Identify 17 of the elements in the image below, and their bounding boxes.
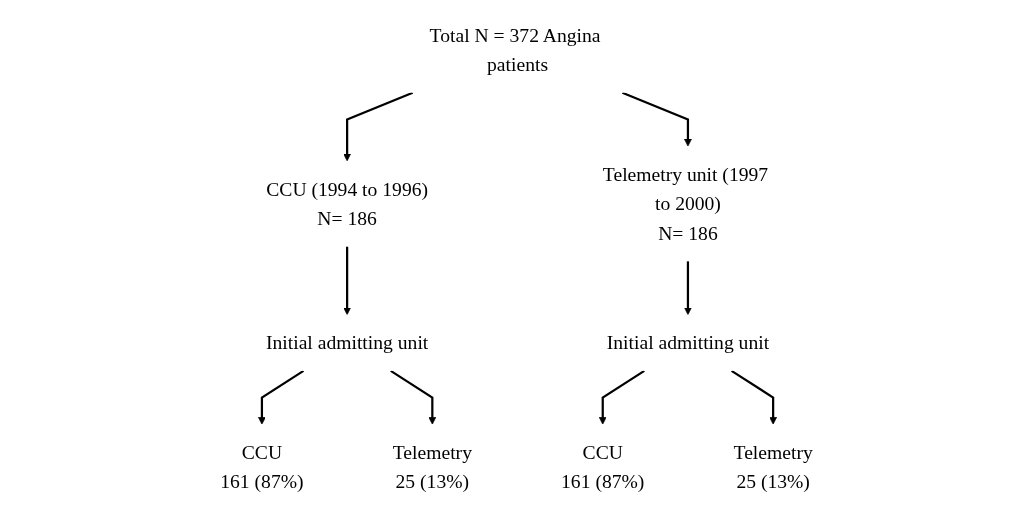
node-text: Telemetry 25 (13%) xyxy=(733,441,813,493)
arrow xyxy=(343,246,352,315)
arrow xyxy=(598,369,645,425)
node-text: Telemetry 25 (13%) xyxy=(392,441,472,493)
arrow xyxy=(390,369,437,425)
arrow xyxy=(621,91,692,147)
node-text: Initial admitting unit xyxy=(606,331,770,354)
node-text: CCU 161 (87%) xyxy=(220,441,304,493)
arrow xyxy=(343,91,414,162)
arrow xyxy=(684,261,692,315)
node-text: CCU 161 (87%) xyxy=(561,441,645,493)
node-text: Initial admitting unit xyxy=(265,331,429,354)
arrow xyxy=(730,369,778,425)
node-text: CCU (1994 to 1996) N= 186 xyxy=(266,177,429,230)
node-text: Total N = 372 Angina patients xyxy=(429,24,601,76)
arrow xyxy=(258,369,305,425)
node-text: Telemetry unit (1997 to 2000) N= 186 xyxy=(602,163,769,245)
